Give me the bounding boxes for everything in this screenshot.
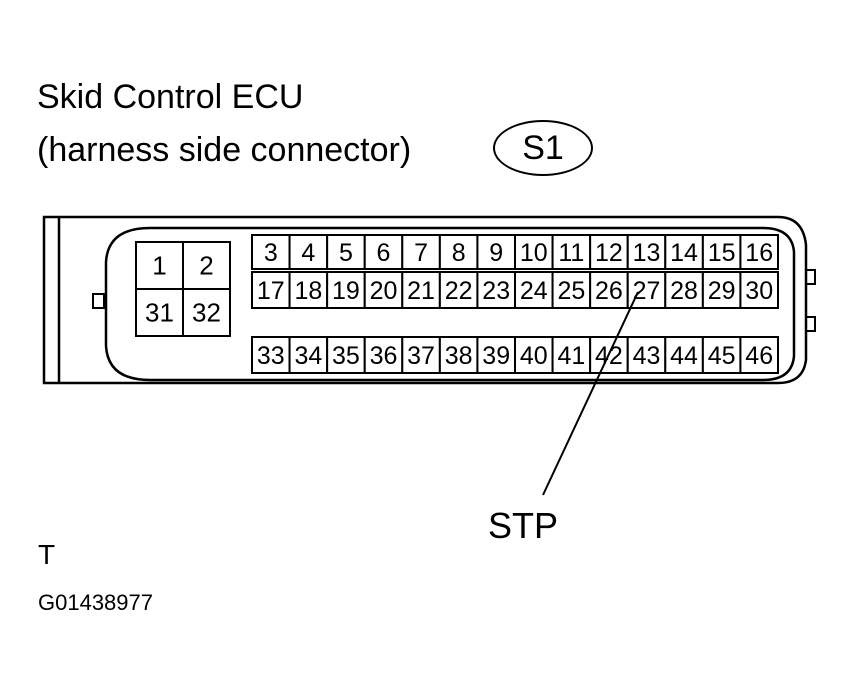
pin-cell-9 [476, 234, 516, 270]
pin-label-39: 39 [482, 342, 510, 370]
pin-label-43: 43 [633, 342, 661, 370]
pin-label-45: 45 [708, 342, 736, 370]
pin-label-16: 16 [745, 239, 773, 267]
pin-label-30: 30 [745, 277, 773, 305]
diagram-title: Skid Control ECU [37, 78, 304, 116]
pin-label-27: 27 [633, 277, 661, 305]
pin-label-28: 28 [670, 277, 698, 305]
pin-cell-22 [438, 271, 479, 309]
pin-label-3: 3 [264, 239, 278, 267]
pin-label-31: 31 [145, 298, 174, 328]
pin-label-1: 1 [152, 251, 166, 281]
pin-cell-45 [701, 336, 742, 374]
footer-marker: T [38, 539, 56, 570]
pin-cell-3 [251, 234, 291, 270]
pin-label-26: 26 [595, 277, 623, 305]
pin-label-2: 2 [199, 251, 213, 281]
pin-label-25: 25 [557, 277, 585, 305]
pin-label-40: 40 [520, 342, 548, 370]
pin-label-20: 20 [370, 277, 398, 305]
stp-callout-label: STP [488, 505, 559, 546]
pin-cell-26 [589, 271, 629, 309]
pin-cell-31 [135, 288, 184, 337]
pin-cell-2 [182, 241, 231, 290]
pin-cell-43 [626, 336, 667, 374]
pin-cell-25 [551, 271, 592, 309]
pin-label-29: 29 [708, 277, 736, 305]
pin-cell-21 [401, 271, 441, 309]
pin-cell-29 [701, 271, 742, 309]
pin-label-24: 24 [520, 277, 548, 305]
pin-cell-10 [514, 234, 554, 270]
pin-cell-16 [739, 234, 780, 270]
pin-label-23: 23 [482, 277, 510, 305]
pin-cell-33 [251, 336, 291, 374]
pin-label-6: 6 [377, 239, 391, 267]
pin-label-18: 18 [294, 277, 322, 305]
pin-label-35: 35 [332, 342, 360, 370]
pin-cell-38 [438, 336, 479, 374]
figure-code: G01438977 [38, 590, 153, 615]
pin-label-34: 34 [294, 342, 322, 370]
pin-cell-34 [288, 336, 329, 374]
pin-cell-24 [514, 271, 554, 309]
pin-cell-13 [626, 234, 667, 270]
pin-label-10: 10 [520, 239, 548, 267]
pin-cell-6 [363, 234, 404, 270]
pin-label-17: 17 [257, 277, 285, 305]
pin-cell-39 [476, 336, 516, 374]
pin-cell-18 [288, 271, 329, 309]
pin-cell-4 [288, 234, 329, 270]
pin-cell-30 [739, 271, 780, 309]
pin-label-33: 33 [257, 342, 285, 370]
connector-badge: S1 [493, 120, 593, 176]
pin-label-7: 7 [414, 239, 428, 267]
pin-label-5: 5 [339, 239, 353, 267]
pin-cell-11 [551, 234, 592, 270]
pin-cell-40 [514, 336, 554, 374]
pin-label-44: 44 [670, 342, 698, 370]
pin-cell-12 [589, 234, 629, 270]
pin-label-46: 46 [745, 342, 773, 370]
diagram-subtitle: (harness side connector) [37, 131, 412, 169]
pin-label-9: 9 [489, 239, 503, 267]
pin-label-14: 14 [670, 239, 698, 267]
pin-label-22: 22 [445, 277, 473, 305]
pin-cell-15 [701, 234, 742, 270]
pin-label-21: 21 [407, 277, 435, 305]
pin-cell-32 [182, 288, 231, 337]
pin-label-11: 11 [558, 239, 584, 267]
pin-cell-19 [326, 271, 366, 309]
pin-label-15: 15 [708, 239, 736, 267]
pin-label-8: 8 [452, 239, 466, 267]
stp-leader-line [542, 291, 639, 496]
pin-label-19: 19 [332, 277, 360, 305]
pin-label-36: 36 [370, 342, 398, 370]
pin-label-13: 13 [633, 239, 661, 267]
pin-cell-14 [664, 234, 704, 270]
pin-label-4: 4 [301, 239, 315, 267]
pin-cell-37 [401, 336, 441, 374]
pin-label-37: 37 [407, 342, 435, 370]
pin-cell-46 [739, 336, 780, 374]
pin-label-38: 38 [445, 342, 473, 370]
pin-label-12: 12 [595, 239, 623, 267]
pin-label-41: 41 [557, 342, 585, 370]
pin-label-32: 32 [192, 298, 221, 328]
